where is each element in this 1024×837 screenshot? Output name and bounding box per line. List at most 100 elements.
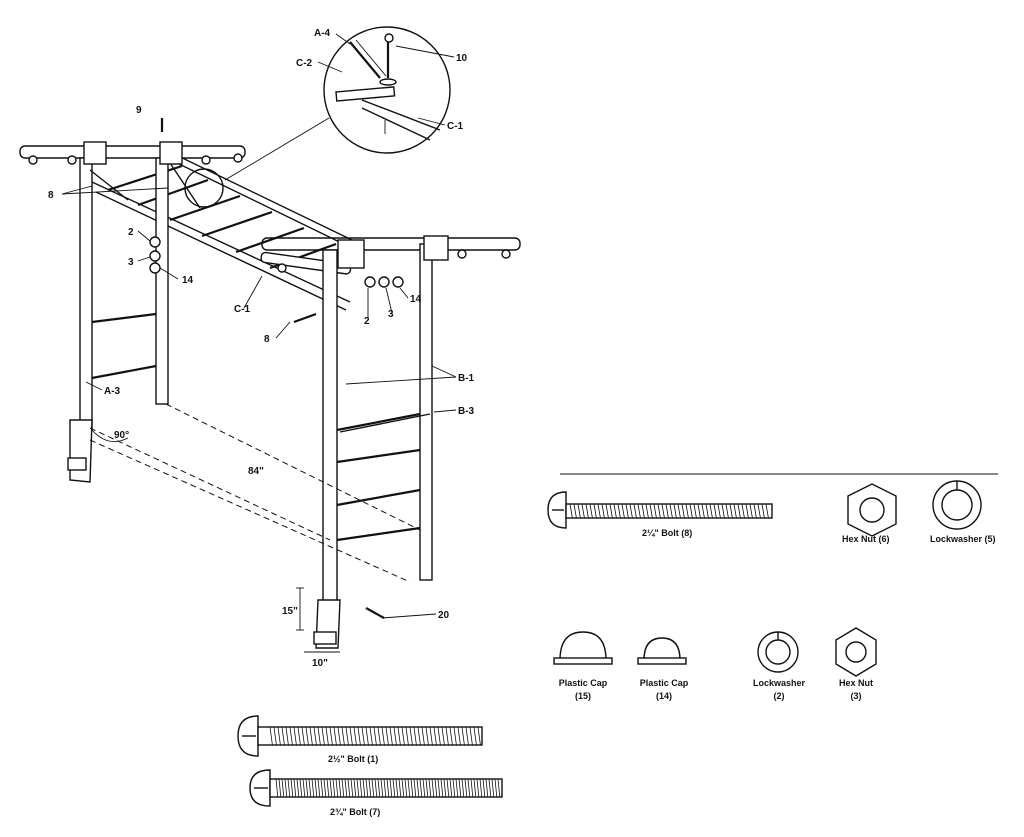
- bolt-thread: [761, 503, 765, 519]
- bolt-thread: [293, 726, 297, 746]
- bolt-thread: [417, 726, 421, 746]
- bolt-thread: [350, 778, 354, 798]
- callout-14-left: 14: [182, 275, 194, 286]
- lockwasher-2-label: Lockwasher: [753, 678, 806, 688]
- dimension-depth: 10": [312, 658, 328, 669]
- bolt-thread: [429, 726, 433, 746]
- bolt-thread: [665, 503, 669, 519]
- bolt-thread: [389, 778, 393, 798]
- bolt-thread: [416, 778, 420, 798]
- bolt-thread: [437, 726, 441, 746]
- bolt-thread: [299, 778, 303, 798]
- bolt-thread: [326, 778, 330, 798]
- bolt-thread: [275, 778, 279, 798]
- hex-nut-3-icon: [835, 627, 877, 677]
- plastic-cap-15-number: (15): [575, 691, 591, 701]
- bolt-thread: [329, 726, 333, 746]
- bolt-thread: [285, 726, 289, 746]
- callout-8-top: 8: [48, 190, 54, 201]
- bolt-thread: [393, 726, 397, 746]
- bolt-thread: [705, 503, 709, 519]
- lockwasher-5-icon: [932, 480, 982, 530]
- bolt-thread: [407, 778, 411, 798]
- callout-20: 20: [438, 610, 450, 621]
- callout-c2: C-2: [296, 58, 313, 69]
- plastic-cap-15-label: Plastic Cap: [559, 678, 608, 688]
- bolt-thread: [685, 503, 689, 519]
- bolt-thread: [362, 778, 366, 798]
- bolt-thread: [709, 503, 713, 519]
- bolt-thread: [681, 503, 685, 519]
- bolt-thread: [380, 778, 384, 798]
- callout-c1-detail: C-1: [447, 121, 464, 132]
- bolt-thread: [437, 778, 441, 798]
- bolt-thread: [341, 726, 345, 746]
- dimension-labels: 90° 84" 15" 10": [114, 430, 328, 669]
- plastic-cap-14-icon: [637, 637, 687, 665]
- bolt-thread: [293, 778, 297, 798]
- bolt-thread: [745, 503, 749, 519]
- bolt-thread: [281, 778, 285, 798]
- bolt-thread: [693, 503, 697, 519]
- callout-c1: C-1: [234, 304, 251, 315]
- bolt-thread: [401, 778, 405, 798]
- bolt-thread: [302, 778, 306, 798]
- bolt-thread: [581, 503, 585, 519]
- bolt-thread: [697, 503, 701, 519]
- bolt-thread: [461, 726, 465, 746]
- bolt-thread: [741, 503, 745, 519]
- bolt-thread: [433, 726, 437, 746]
- bolt-thread: [737, 503, 741, 519]
- bolt-thread: [386, 778, 390, 798]
- bolt-thread: [469, 726, 473, 746]
- bolt-thread: [467, 778, 471, 798]
- bolt-thread: [389, 726, 393, 746]
- callout-b3: B-3: [458, 406, 475, 417]
- bolt-thread: [385, 726, 389, 746]
- lockwasher-2-number: (2): [774, 691, 785, 701]
- bolt-thread: [653, 503, 657, 519]
- bolt-thread: [317, 778, 321, 798]
- bolt-thread: [609, 503, 613, 519]
- bolt-thread: [353, 726, 357, 746]
- callout-a3: A-3: [104, 386, 121, 397]
- bolt-thread: [281, 726, 285, 746]
- bolt-thread: [320, 778, 324, 798]
- bolt-thread: [482, 778, 486, 798]
- bolt-thread: [301, 726, 305, 746]
- bolt-thread: [421, 726, 425, 746]
- bolt-thread: [305, 726, 309, 746]
- top-pipe-left: [19, 145, 246, 159]
- bolt-thread: [757, 503, 761, 519]
- bolt-thread: [323, 778, 327, 798]
- bolt-thread: [347, 778, 351, 798]
- bolt-thread: [621, 503, 625, 519]
- bolt-thread: [369, 726, 373, 746]
- bolt-thread: [473, 778, 477, 798]
- bolt-thread: [296, 778, 300, 798]
- bolt-thread: [729, 503, 733, 519]
- bolt-thread: [485, 778, 489, 798]
- bolt-thread: [713, 503, 717, 519]
- bolt-thread: [476, 778, 480, 798]
- bolt-thread: [345, 726, 349, 746]
- bolt-thread: [404, 778, 408, 798]
- callout-14-right: 14: [410, 294, 422, 305]
- bolt-thread: [325, 726, 329, 746]
- bolt-thread: [419, 778, 423, 798]
- callout-3-left: 3: [128, 257, 134, 268]
- frame-structure: [19, 118, 521, 649]
- leg-left-front: [79, 157, 93, 429]
- bolt-thread: [753, 503, 757, 519]
- bolt-thread: [410, 778, 414, 798]
- bolt-thread: [297, 726, 301, 746]
- bolt-thread: [452, 778, 456, 798]
- bolt-thread: [637, 503, 641, 519]
- bolt-1-label: 2½" Bolt (1): [328, 754, 378, 764]
- bolt-thread: [613, 503, 617, 519]
- bolt-thread: [446, 778, 450, 798]
- bolt-thread: [289, 726, 293, 746]
- dimension-height: 15": [282, 606, 298, 617]
- bolt-thread: [455, 778, 459, 798]
